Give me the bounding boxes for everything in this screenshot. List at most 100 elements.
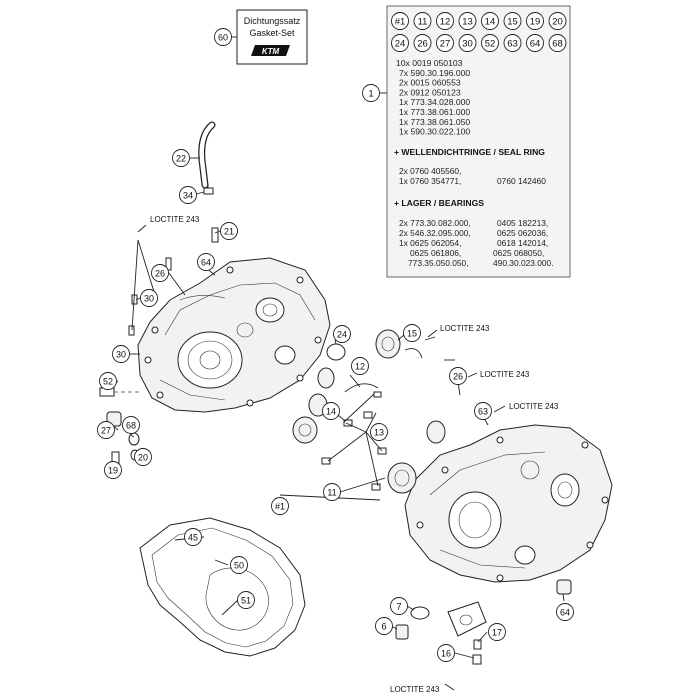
callout-c12: 12 [351, 357, 369, 375]
svg-text:15: 15 [407, 329, 417, 339]
kit-callout: 64 [526, 34, 544, 52]
screw-17 [472, 639, 482, 665]
bearing-part-line: 1x 0625 062054, [399, 238, 461, 248]
callout-c19: 19 [104, 461, 122, 479]
kit-part-line: 1x 773.34.028.000 [399, 97, 470, 107]
loctite-labels: LOCTITE 243 LOCTITE 243 LOCTITE 243 LOCT… [150, 215, 559, 694]
gasket-title-en: Gasket-Set [249, 28, 295, 38]
callout-c1: 1 [362, 84, 380, 102]
svg-text:34: 34 [183, 191, 193, 201]
svg-text:30: 30 [116, 350, 126, 360]
callout-c24: 24 [333, 325, 351, 343]
svg-text:64: 64 [530, 39, 541, 50]
svg-text:60: 60 [218, 33, 228, 43]
bearing-part-line: 0618 142014, [497, 238, 548, 248]
callout-c22: 22 [172, 149, 190, 167]
seal-part-line: 2x 0760 405560, [399, 166, 461, 176]
bearing-part-line: 2x 773.30.082.000, [399, 218, 471, 228]
svg-text:26: 26 [453, 372, 463, 382]
callout-c63: 63 [474, 402, 492, 420]
kit-part-line: 1x 773.38.061.000 [399, 107, 470, 117]
kit-callout: 63 [503, 34, 522, 52]
bearing-part-line: 773.35.050.050, [408, 258, 469, 268]
svg-text:63: 63 [478, 407, 488, 417]
callout-c30b: 30 [112, 345, 130, 363]
callout-c13: 13 [370, 423, 388, 441]
svg-text:24: 24 [337, 330, 347, 340]
svg-text:20: 20 [552, 17, 563, 28]
svg-text:64: 64 [560, 608, 570, 618]
svg-text:6: 6 [381, 622, 386, 633]
callout-c17: 17 [488, 623, 506, 641]
kit-callout: 12 [436, 12, 454, 30]
svg-text:13: 13 [374, 428, 384, 438]
svg-text:19: 19 [530, 17, 541, 28]
kit-callout: 20 [548, 12, 567, 30]
callout-c30a: 30 [140, 289, 158, 307]
kit-callout: 24 [391, 34, 409, 52]
seal-ring-heading: + WELLENDICHTRINGE / SEAL RING [394, 147, 545, 157]
left-crankcase-half [137, 257, 331, 413]
loctite-label: LOCTITE 243 [509, 402, 559, 411]
svg-text:45: 45 [188, 533, 198, 543]
callout-c11: 11 [323, 483, 341, 501]
svg-text:11: 11 [327, 488, 336, 498]
svg-text:64: 64 [201, 258, 211, 268]
cover-16 [447, 601, 487, 637]
callout-c45: 45 [184, 528, 202, 546]
svg-text:17: 17 [492, 628, 502, 638]
bearing-part-line: 0405 182213, [497, 218, 548, 228]
callout-c64b: 64 [556, 603, 574, 621]
bearing-part-line: 490.30.023.000. [493, 258, 554, 268]
kit-callout: 15 [503, 12, 522, 30]
callout-c21: 21 [220, 222, 238, 240]
svg-text:7: 7 [396, 602, 401, 613]
kit-callout: 19 [526, 12, 544, 30]
kit-callout: #1 [391, 12, 409, 30]
kit-part-line: 7x 590.30.196.000 [399, 68, 470, 78]
svg-text:30: 30 [144, 294, 154, 304]
callout-c52: 52 [99, 372, 117, 390]
kit-part-line: 2x 0912 050123 [399, 87, 461, 97]
bearing-part-line: 0625 062036, [497, 228, 548, 238]
oil-screen-7 [410, 606, 430, 620]
kit-callout: 68 [548, 34, 567, 52]
kit-callout: 27 [436, 34, 454, 52]
callout-c34: 34 [179, 186, 197, 204]
kit-part-line: 1x 590.30.022.100 [399, 127, 470, 137]
callout-c64a: 64 [197, 253, 215, 271]
callout-c27: 27 [97, 421, 115, 439]
svg-text:KTM: KTM [262, 47, 280, 56]
svg-text:26: 26 [155, 269, 165, 279]
svg-text:27: 27 [101, 426, 111, 436]
svg-text:52: 52 [103, 377, 113, 387]
drain-plug-6 [395, 624, 409, 640]
svg-text:14: 14 [326, 407, 336, 417]
kit-callout: 26 [413, 34, 432, 52]
gasket-title-de: Dichtungssatz [244, 16, 301, 26]
svg-text:27: 27 [440, 39, 451, 50]
svg-text:21: 21 [224, 227, 234, 237]
seal-ring-list: 2x 0760 405560,1x 0760 354771,0760 14246… [399, 166, 546, 186]
bearing-64b [556, 579, 572, 595]
loctite-label: LOCTITE 243 [480, 370, 530, 379]
callout-c20: 20 [134, 448, 152, 466]
svg-text:#1: #1 [395, 17, 406, 28]
callout-c14: 14 [322, 402, 340, 420]
svg-text:#1: #1 [275, 502, 285, 512]
svg-text:19: 19 [108, 466, 118, 476]
washer-68 [128, 432, 140, 446]
svg-text:63: 63 [507, 39, 518, 50]
kit-callout: 52 [481, 34, 499, 52]
crankcase-gasket [139, 517, 306, 657]
kit-part-line: 10x 0019 050103 [396, 58, 463, 68]
callout-c68: 68 [122, 416, 140, 434]
breather-hose [198, 121, 216, 189]
seal-part-line: 0760 142460 [497, 176, 546, 186]
svg-text:52: 52 [485, 39, 496, 50]
svg-text:16: 16 [441, 649, 451, 659]
svg-text:11: 11 [418, 17, 428, 28]
